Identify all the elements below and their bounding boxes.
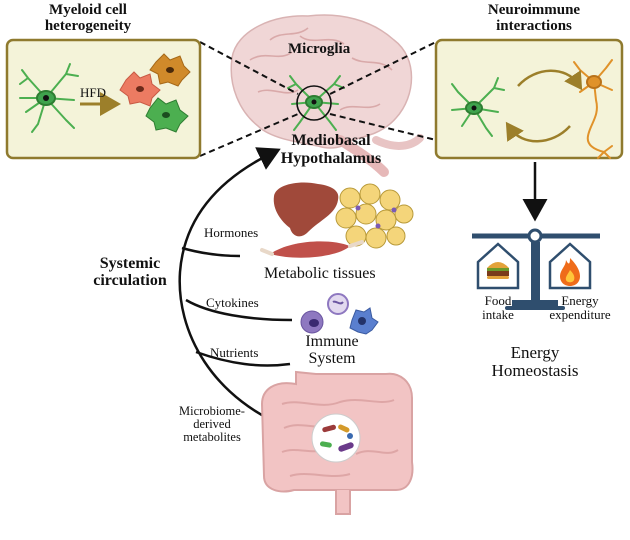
flame-icon bbox=[560, 258, 580, 286]
burger-icon bbox=[487, 262, 509, 279]
systemic-line2: circulation bbox=[93, 271, 167, 289]
macrophage-icon bbox=[119, 53, 191, 133]
nutrients-label: Nutrients bbox=[210, 345, 259, 360]
microbiome-line2: derived bbox=[193, 417, 231, 432]
muscle-icon bbox=[260, 240, 364, 258]
neuroimmune-title: Neuroimmune interactions bbox=[446, 2, 622, 35]
immune-line2: System bbox=[308, 349, 356, 367]
microbiome-label: Microbiome- derived metabolites bbox=[162, 404, 262, 445]
liver-icon bbox=[273, 182, 339, 237]
microglia-cell-icon bbox=[451, 77, 505, 137]
neuroimmune-title-line1: Neuroimmune bbox=[487, 2, 581, 18]
microglia-cell-icon bbox=[19, 63, 79, 133]
energy-line2: expenditure bbox=[549, 306, 611, 322]
balance-scale-icon bbox=[472, 228, 600, 310]
homeostasis-line2: Homeostasis bbox=[491, 360, 579, 380]
immune-system-label: Immune System bbox=[286, 333, 378, 368]
cytokines-label: Cytokines bbox=[206, 295, 259, 310]
microbiome-line1: Microbiome- bbox=[179, 404, 245, 418]
cycle-arrow-bottom bbox=[505, 121, 571, 143]
brain-icon bbox=[230, 14, 424, 177]
energy-homeostasis-label: Energy Homeostasis bbox=[470, 344, 600, 380]
cycle-arrow-top bbox=[517, 69, 583, 91]
systemic-circulation-label: Systemic circulation bbox=[78, 255, 182, 290]
myeloid-title: Myeloid cell heterogeneity bbox=[8, 2, 168, 35]
bacteria-icon bbox=[311, 413, 361, 463]
metabolic-tissues-label: Metabolic tissues bbox=[264, 265, 376, 282]
microbiome-line3: metabolites bbox=[183, 430, 241, 445]
neuroimmune-panel bbox=[434, 38, 624, 160]
myeloid-title-line1: Myeloid cell bbox=[49, 2, 127, 18]
energy-expenditure-label: Energy expenditure bbox=[540, 294, 620, 321]
dashed-connectors bbox=[199, 41, 437, 157]
focus-circle bbox=[296, 85, 332, 121]
immune-line1: Immune bbox=[305, 333, 359, 350]
hormones-label: Hormones bbox=[204, 225, 259, 240]
systemic-line1: Systemic bbox=[99, 255, 161, 272]
hypothalamus-line2: Hypothalamus bbox=[280, 149, 382, 167]
food-intake-label: Food intake bbox=[468, 294, 528, 321]
energy-line1: Energy bbox=[561, 293, 599, 308]
neuroimmune-title-line2: interactions bbox=[496, 17, 572, 34]
microglia-cell-icon bbox=[287, 75, 345, 131]
food-line1: Food bbox=[484, 293, 512, 308]
hfd-label: HFD bbox=[80, 85, 107, 100]
neuron-icon bbox=[573, 59, 613, 159]
hypothalamus-label: Mediobasal Hypothalamus bbox=[266, 132, 396, 167]
hypothalamus-line1: Mediobasal bbox=[291, 132, 371, 149]
homeostasis-line1: Energy bbox=[510, 343, 560, 362]
circulation-arrows bbox=[178, 147, 299, 434]
adipose-icon bbox=[335, 183, 414, 249]
myeloid-title-line2: heterogeneity bbox=[44, 17, 132, 34]
microglia-label: Microglia bbox=[288, 41, 351, 57]
immune-cell-icon bbox=[300, 293, 379, 335]
food-line2: intake bbox=[482, 306, 514, 322]
